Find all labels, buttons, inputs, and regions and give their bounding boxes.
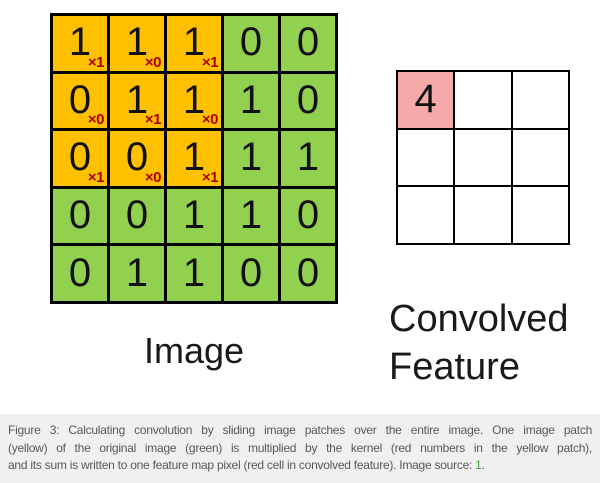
kernel-multiplier: ×1 (201, 53, 219, 71)
pixel-value: 1 (239, 77, 263, 122)
conv-grid-cell-r0c0: 4 (398, 72, 454, 128)
convolved-feature-label-line2: Feature (389, 346, 520, 388)
conv-grid-cell-r0c2 (512, 72, 568, 128)
pixel-value: 0 (68, 77, 92, 122)
pixel-value: 0 (296, 77, 320, 122)
image-grid-cell-r1c0: 0×0 (53, 73, 107, 129)
figure-caption: Figure 3: Calculating convolution by sli… (0, 414, 600, 483)
pixel-value: 1 (296, 135, 320, 180)
image-grid-label: Image (143, 330, 245, 371)
pixel-value: 1 (68, 20, 92, 65)
pixel-value: 0 (68, 135, 92, 180)
conv-grid-cell-r2c0 (398, 187, 454, 243)
image-grid-cell-r3c3: 1 (224, 188, 278, 244)
image-grid-cell-r0c4: 0 (281, 16, 335, 71)
image-grid-cell-r0c1: 1×0 (110, 16, 164, 71)
pixel-value: 1 (182, 20, 206, 65)
caption-line-3: and its sum is written to one feature ma… (8, 457, 592, 475)
pixel-value: 0 (68, 193, 92, 238)
caption-line-1: Figure 3: Calculating convolution by sli… (8, 423, 592, 437)
kernel-multiplier: ×1 (201, 168, 219, 186)
image-source-link[interactable]: 1 (475, 458, 482, 472)
image-grid-cell-r4c1: 1 (110, 246, 164, 301)
pixel-value: 0 (68, 250, 92, 295)
kernel-multiplier: ×1 (87, 53, 105, 71)
image-grid-cell-r3c0: 0 (53, 188, 107, 244)
image-grid-cell-r2c4: 1 (281, 131, 335, 186)
conv-grid-cell-r1c0 (398, 129, 454, 186)
image-grid-cell-r4c4: 0 (281, 246, 335, 301)
image-grid-cell-r4c2: 1 (167, 246, 221, 301)
image-grid-cell-r4c3: 0 (224, 246, 278, 301)
convolved-feature-label-line1: Convolved (389, 298, 569, 340)
conv-grid-cell-r2c2 (512, 187, 568, 243)
conv-grid-cell-r1c2 (512, 129, 568, 186)
convolved-feature-grid: 4 (396, 70, 570, 245)
pixel-value: 0 (296, 20, 320, 65)
kernel-multiplier: ×0 (201, 111, 219, 129)
pixel-value: 1 (239, 135, 263, 180)
caption-line-3-text: and its sum is written to one feature ma… (8, 458, 476, 472)
image-grid-cell-r3c2: 1 (167, 188, 221, 244)
pixel-value: 0 (296, 250, 320, 295)
image-grid-cell-r4c0: 0 (53, 246, 107, 301)
image-grid-cell-r2c3: 1 (224, 131, 278, 186)
image-grid-cell-r3c4: 0 (281, 188, 335, 244)
pixel-value: 0 (125, 135, 149, 180)
pixel-value: 1 (182, 250, 206, 295)
kernel-multiplier: ×0 (144, 53, 162, 71)
image-grid-cell-r2c0: 0×1 (53, 131, 107, 186)
conv-grid-cell-r1c1 (455, 129, 511, 186)
convolved-feature-label: Convolved Feature (389, 295, 569, 391)
pixel-value: 1 (239, 193, 263, 238)
image-grid-cell-r0c2: 1×1 (167, 16, 221, 71)
pixel-value: 1 (125, 20, 149, 65)
kernel-multiplier: ×1 (87, 168, 105, 186)
kernel-multiplier: ×0 (87, 111, 105, 129)
pixel-value: 0 (239, 250, 263, 295)
feature-value: 4 (414, 76, 437, 121)
image-grid-cell-r3c1: 0 (110, 188, 164, 244)
conv-grid-cell-r2c1 (455, 187, 511, 243)
pixel-value: 1 (125, 77, 149, 122)
image-grid-cell-r0c3: 0 (224, 16, 278, 71)
image-grid-cell-r1c4: 0 (281, 73, 335, 129)
pixel-value: 1 (182, 193, 206, 238)
pixel-value: 1 (182, 135, 206, 180)
pixel-value: 1 (125, 250, 149, 295)
image-grid-cell-r0c0: 1×1 (53, 16, 107, 71)
pixel-value: 0 (239, 20, 263, 65)
pixel-value: 0 (125, 193, 149, 238)
caption-line-3-period: . (481, 458, 485, 472)
pixel-value: 1 (182, 77, 206, 122)
conv-grid-cell-r0c1 (455, 72, 511, 128)
image-grid-cell-r2c2: 1×1 (167, 131, 221, 186)
image-grid-cell-r1c1: 1×1 (110, 73, 164, 129)
image-grid-cell-r1c3: 1 (224, 73, 278, 129)
caption-line-2: (yellow) of the original image (green) i… (8, 440, 592, 455)
kernel-multiplier: ×0 (144, 168, 162, 186)
pixel-value: 0 (296, 193, 320, 238)
image-grid-cell-r2c1: 0×0 (110, 131, 164, 186)
image-grid-cell-r1c2: 1×0 (167, 73, 221, 129)
kernel-multiplier: ×1 (144, 111, 162, 129)
